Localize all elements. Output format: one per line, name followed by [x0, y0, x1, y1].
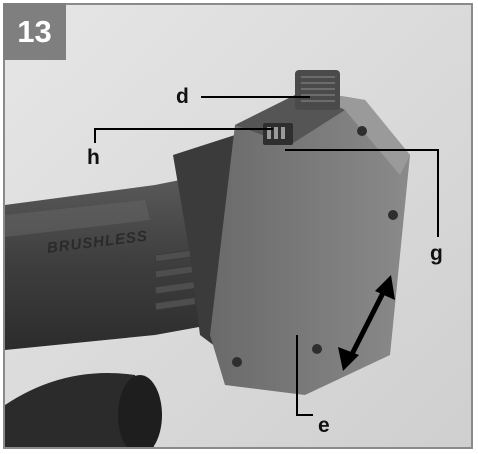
release-button-ridges	[301, 76, 335, 102]
vent-slots	[154, 248, 197, 311]
figure-frame: BRUSHLESS	[3, 3, 473, 449]
leader-g	[285, 149, 439, 237]
callout-d: d	[176, 85, 189, 108]
callout-h: h	[87, 146, 100, 169]
battery-screws	[232, 126, 398, 367]
battery-pack	[210, 90, 410, 395]
indicator-leds	[267, 127, 285, 139]
callout-g: g	[430, 242, 443, 265]
double-arrow-icon	[338, 275, 395, 371]
dust-nozzle	[5, 373, 154, 447]
leader-h	[94, 128, 273, 143]
figure-number-badge: 13	[3, 3, 66, 60]
handle-highlight	[5, 200, 150, 237]
tool-photo	[5, 5, 471, 447]
leader-e	[296, 335, 313, 416]
nozzle-opening	[118, 375, 162, 447]
callout-e: e	[318, 414, 330, 437]
leader-lines	[94, 96, 439, 416]
battery-top-edge	[305, 90, 410, 175]
